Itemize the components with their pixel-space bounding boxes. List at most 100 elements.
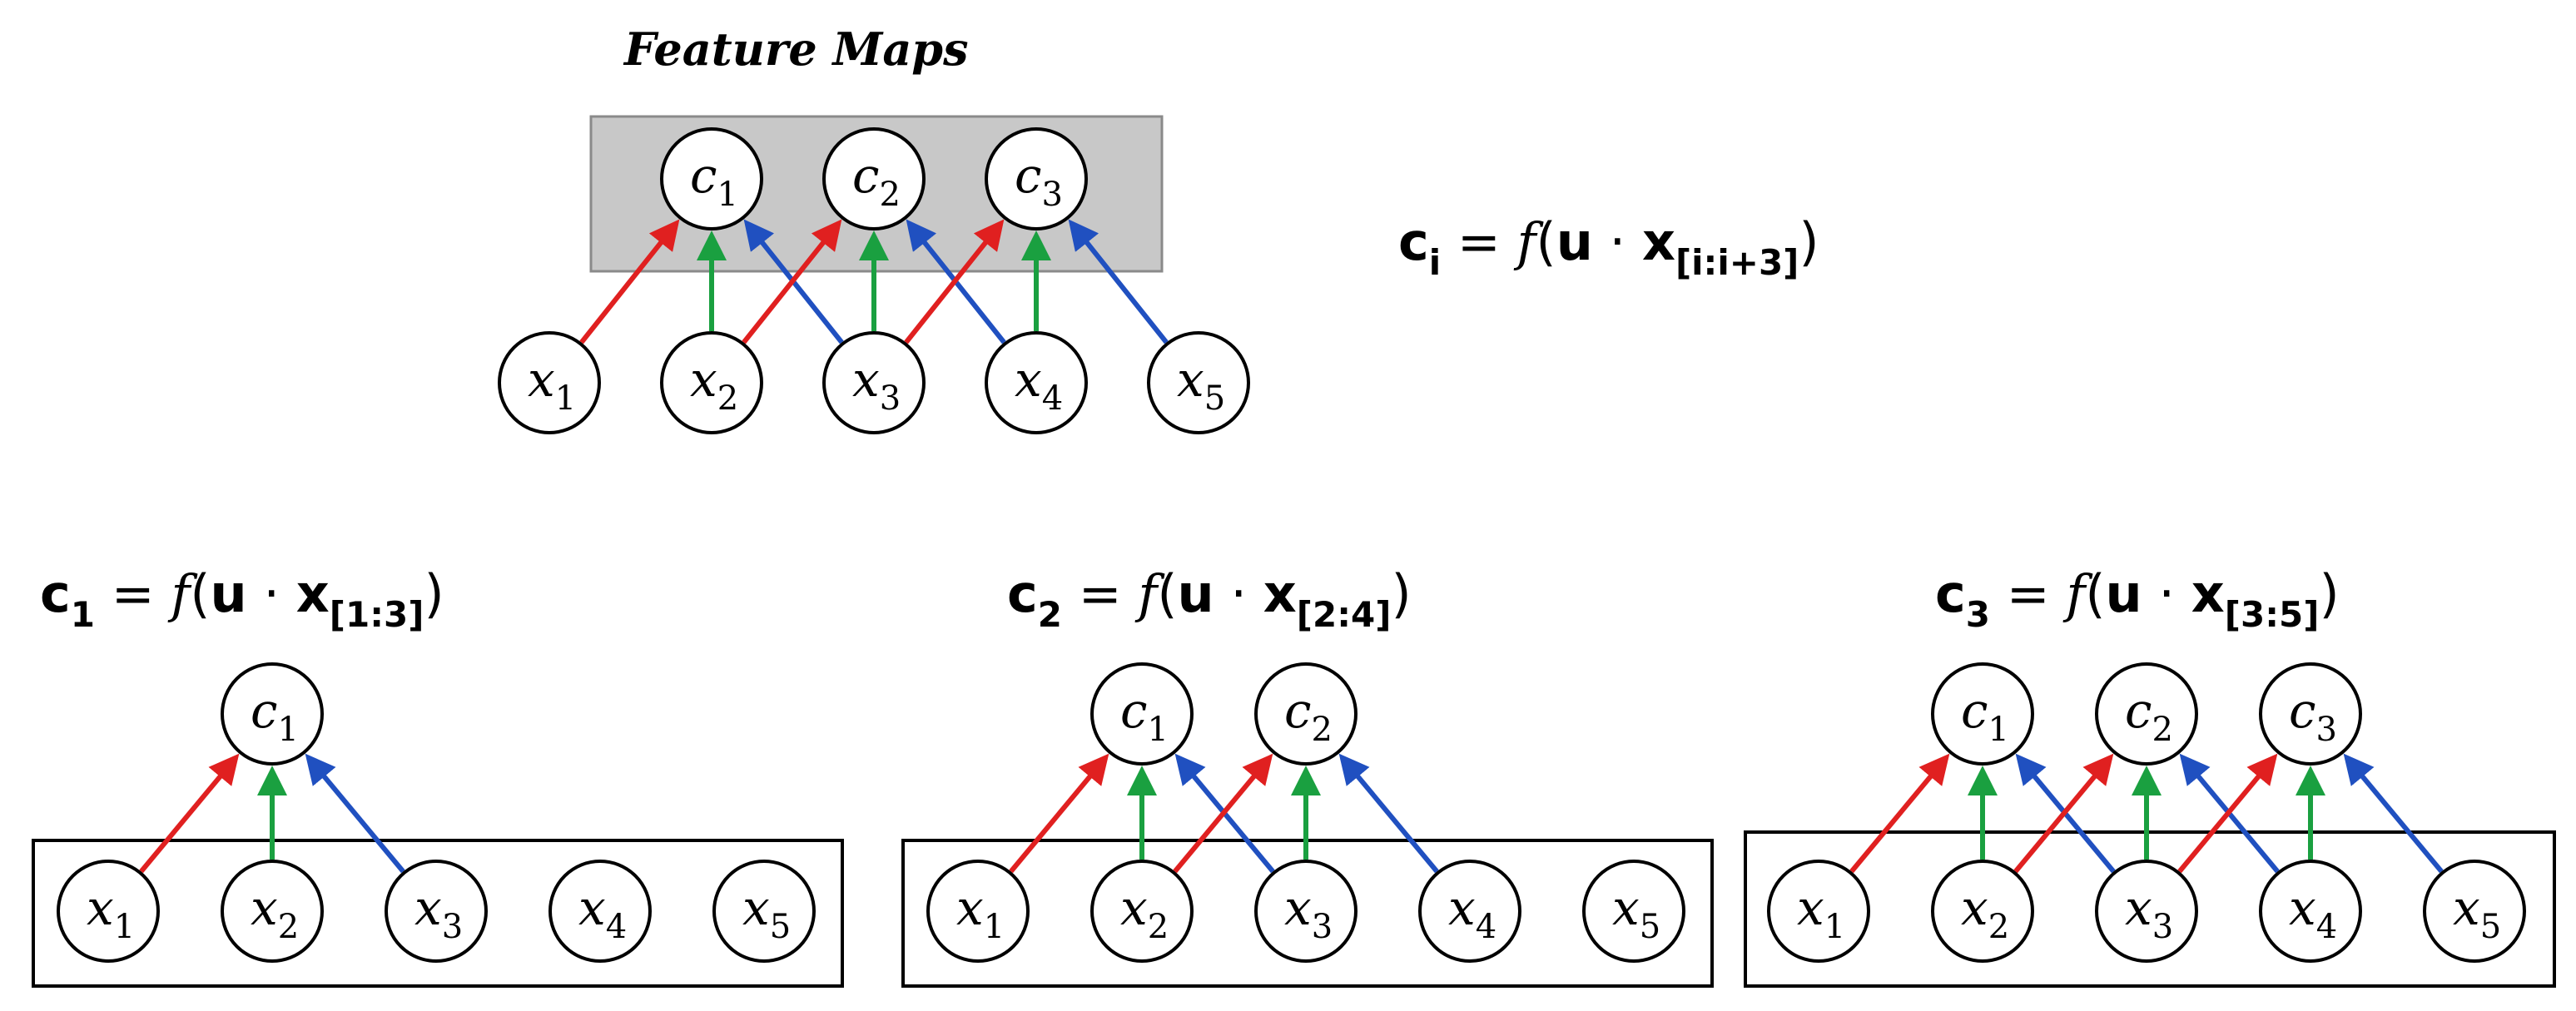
panel3-edge-x2-to-c2 [2013,753,2114,874]
panel2-edge-x2-to-c2 [1173,753,1273,874]
panel1-x4-label: x4 [578,880,627,946]
top-x2-circle [660,331,763,434]
top-section: Feature Maps c1 c2 c3 x1 x2 x3 x4 x5 ci = f(u … [498,22,1819,434]
panel2-x2-label: x2 [1120,880,1169,946]
panel3-x5-circle [2423,860,2526,963]
panel-c3-input-nodes: x1 x2 x3 x4 x5 [1767,860,2526,963]
panel1-x4-circle [548,860,652,963]
panel3-c1-circle [1931,662,2034,766]
top-edge-x5-to-c3 [1068,219,1169,344]
panel-c3-formula: c3 = f(u · x[3:5]) [1935,563,2340,635]
top-x2-node: x2 [660,331,763,434]
panel1-x2-label: x2 [251,880,299,946]
panel1-edge-x1-to-c1 [139,753,240,874]
panel3-c3-circle [2259,662,2362,766]
panel2-x5-circle [1582,860,1685,963]
panel1-c1-label: c1 [251,682,299,749]
top-edge-x3-to-c3 [904,219,1005,344]
top-x3-node: x3 [822,331,926,434]
panel2-c2-node: c2 [1254,662,1357,766]
panel-c1-output-nodes: c1 [221,662,324,766]
panel2-x1-node: x1 [926,860,1030,963]
top-c1-circle [660,127,763,230]
panel2-x2-circle [1090,860,1194,963]
top-x1-label: x1 [528,351,576,418]
top-c1-label: c1 [690,147,738,214]
general-formula: ci = f(u · x[i:i+3]) [1398,211,1819,283]
panel-c1-input-nodes: x1 x2 x3 x4 x5 [57,860,816,963]
panel3-x3-circle [2095,860,2198,963]
panel2-x4-label: x4 [1448,880,1496,946]
top-x5-node: x5 [1147,331,1250,434]
top-x5-circle [1147,331,1250,434]
panel1-x2-node: x2 [221,860,324,963]
panel3-x5-label: x5 [2453,880,2501,946]
panel3-x5-node: x5 [2423,860,2526,963]
panel1-x4-node: x4 [548,860,652,963]
panel2-x5-node: x5 [1582,860,1685,963]
top-c2-circle [822,127,926,230]
top-x3-label: x3 [852,351,901,418]
panel2-c2-circle [1254,662,1357,766]
panel1-x1-node: x1 [57,860,160,963]
panel3-x4-label: x4 [2289,880,2337,946]
top-edge-x2-to-c2 [742,219,842,344]
top-x5-label: x5 [1177,351,1225,418]
panel1-x5-circle [712,860,816,963]
panel-c3: c3 = f(u · x[3:5]) c1 c2 c3 x1 x2 x3 x4 x5 [1744,563,2556,988]
panel3-c3-node: c3 [2259,662,2362,766]
top-c3-label: c3 [1015,147,1063,214]
panel3-c3-label: c3 [2289,682,2337,749]
top-x2-label: x2 [690,351,738,418]
panel2-edge-x1-to-c1 [1009,753,1109,874]
panel-c3-edges [1849,753,2444,874]
panel1-x3-label: x3 [414,880,463,946]
panel1-c1-circle [221,662,324,766]
top-c2-node: c2 [822,127,926,230]
panel2-c1-label: c1 [1120,682,1169,749]
panel3-c2-node: c2 [2095,662,2198,766]
panel3-x1-node: x1 [1767,860,1870,963]
panel-c3-output-nodes: c1 c2 c3 [1931,662,2362,766]
panel3-c2-label: c2 [2125,682,2173,749]
panel3-c1-label: c1 [1961,682,2009,749]
panel3-x2-label: x2 [1961,880,2009,946]
feature-maps-title: Feature Maps [623,22,968,76]
top-c3-node: c3 [985,127,1088,230]
panel2-x3-node: x3 [1254,860,1357,963]
panel1-x5-node: x5 [712,860,816,963]
top-x4-circle [985,331,1088,434]
panel-c1-edges [139,753,405,874]
top-x1-node: x1 [498,331,601,434]
top-x4-label: x4 [1015,351,1063,418]
top-edges [579,219,1169,344]
panel3-c1-node: c1 [1931,662,2034,766]
top-input-nodes: x1 x2 x3 x4 x5 [498,331,1250,434]
panel1-x1-circle [57,860,160,963]
top-c1-node: c1 [660,127,763,230]
panel2-x1-circle [926,860,1030,963]
panel3-x3-label: x3 [2125,880,2173,946]
top-c3-circle [985,127,1088,230]
panel2-x2-node: x2 [1090,860,1194,963]
panel2-c1-circle [1090,662,1194,766]
panel-c1-input-box [32,839,844,988]
panel2-c2-label: c2 [1284,682,1333,749]
panel2-x1-label: x1 [956,880,1005,946]
top-x1-circle [498,331,601,434]
panel3-x2-node: x2 [1931,860,2034,963]
panel2-x5-label: x5 [1612,880,1660,946]
panel-c2-edges [1009,753,1439,874]
top-x4-node: x4 [985,331,1088,434]
panel2-x3-circle [1254,860,1357,963]
panel2-c1-node: c1 [1090,662,1194,766]
panel3-edge-x1-to-c1 [1849,753,1950,874]
panel3-edge-x3-to-c3 [2177,753,2278,874]
panel3-x1-circle [1767,860,1870,963]
panel2-x3-label: x3 [1284,880,1333,946]
panel3-x4-node: x4 [2259,860,2362,963]
panel1-x3-node: x3 [385,860,488,963]
top-edge-x1-to-c1 [579,219,680,344]
